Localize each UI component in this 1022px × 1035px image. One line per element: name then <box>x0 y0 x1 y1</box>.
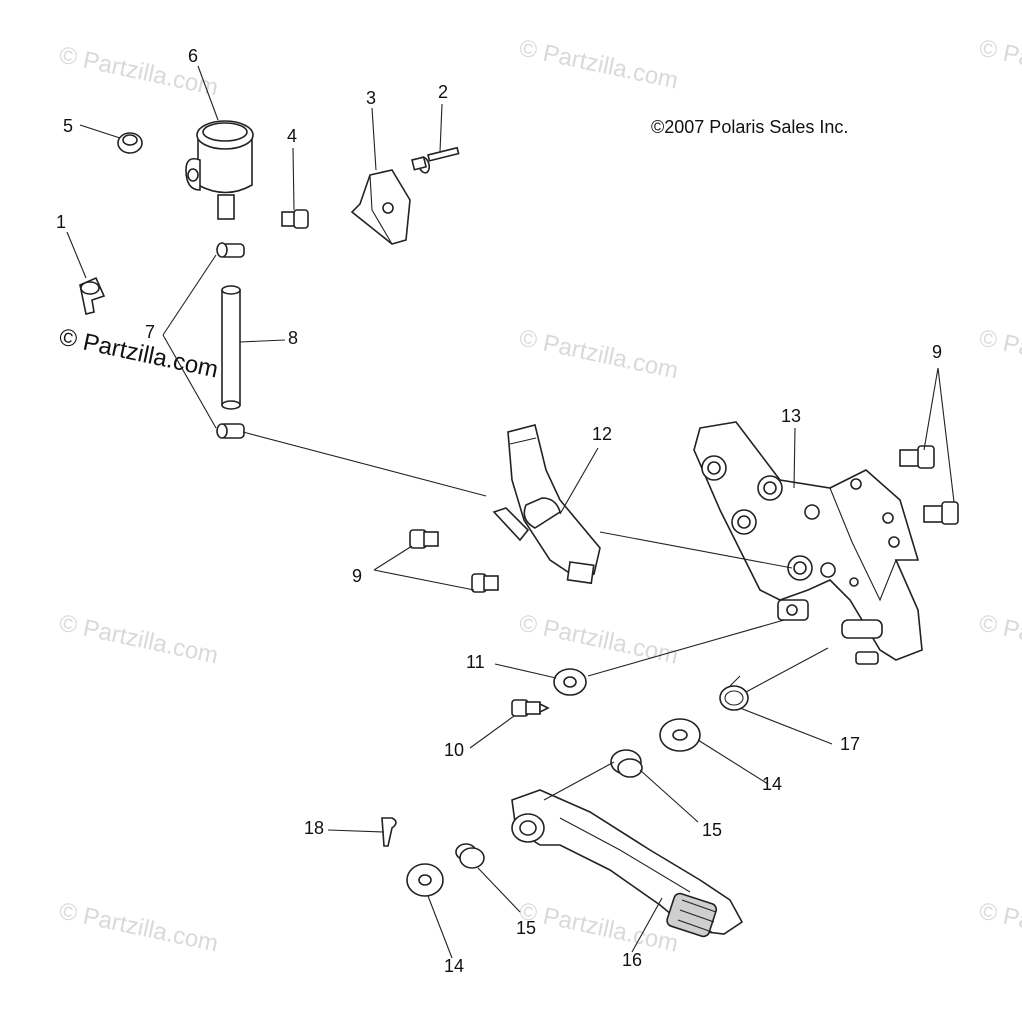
part-9-bolt[interactable] <box>899 445 935 469</box>
part-9-bolt[interactable] <box>471 573 499 593</box>
callout-16: 16 <box>622 950 642 970</box>
part-7-clamp-bottom[interactable] <box>216 423 245 439</box>
callout-14-left: 14 <box>444 956 464 976</box>
callout-2: 2 <box>438 82 448 102</box>
part-14-washer[interactable] <box>406 863 444 897</box>
watermark: © Partzilla.com <box>517 897 681 957</box>
part-15-bushing[interactable] <box>610 749 643 778</box>
callout-9-right: 9 <box>932 342 942 362</box>
callout-12: 12 <box>592 424 612 444</box>
watermark: © Partzilla.com <box>977 897 1022 957</box>
part-12-master-cylinder[interactable] <box>492 424 601 585</box>
part-4-bolt[interactable] <box>281 209 309 229</box>
watermark-dark: © Partzilla.com <box>57 323 221 383</box>
part-11-washer[interactable] <box>553 668 587 696</box>
part-2-pin[interactable] <box>411 146 460 174</box>
callout-15-left: 15 <box>516 918 536 938</box>
callout-11: 11 <box>466 652 485 672</box>
callout-9-left: 9 <box>352 566 362 586</box>
callout-numbers: 1 2 3 4 5 6 7 8 9 9 10 11 12 13 14 14 15… <box>56 46 942 976</box>
part-9-bolt[interactable] <box>409 529 439 549</box>
watermark: © Partzilla.com <box>977 34 1022 94</box>
callout-17: 17 <box>840 734 860 754</box>
watermark: © Partzilla.com <box>517 609 681 669</box>
callout-15-right: 15 <box>702 820 722 840</box>
part-16-brake-pedal[interactable] <box>511 789 744 938</box>
part-15-bushing[interactable] <box>455 843 485 869</box>
callout-4: 4 <box>287 126 297 146</box>
part-1-fitting[interactable] <box>79 276 106 315</box>
part-14-washer[interactable] <box>659 718 701 752</box>
callout-8: 8 <box>288 328 298 348</box>
callout-3: 3 <box>366 88 376 108</box>
callout-6: 6 <box>188 46 198 66</box>
callout-13: 13 <box>781 406 801 426</box>
part-10-bolt[interactable] <box>511 699 550 717</box>
watermark: © Partzilla.com <box>517 324 681 384</box>
callout-7: 7 <box>145 322 155 342</box>
part-17-spring[interactable] <box>719 675 749 711</box>
part-8-hose[interactable] <box>221 285 241 410</box>
callout-5: 5 <box>63 116 73 136</box>
watermark: © Partzilla.com <box>57 897 221 957</box>
part-13-mounting-plate[interactable] <box>693 421 923 665</box>
watermark: © Partzilla.com <box>517 34 681 94</box>
part-5-nut[interactable] <box>117 132 143 154</box>
part-3-bracket[interactable] <box>350 169 411 245</box>
callout-14-right: 14 <box>762 774 782 794</box>
part-6-reservoir[interactable] <box>185 120 254 220</box>
part-18-cotter-pin[interactable] <box>381 817 397 847</box>
callout-1: 1 <box>56 212 66 232</box>
callout-10: 10 <box>444 740 464 760</box>
watermark: © Partzilla.com <box>977 609 1022 669</box>
leader-lines <box>66 65 955 959</box>
watermark: © Partzilla.com <box>977 324 1022 384</box>
part-7-clamp-top[interactable] <box>216 242 245 258</box>
callout-18: 18 <box>304 818 324 838</box>
copyright-text: ©2007 Polaris Sales Inc. <box>651 117 848 137</box>
watermark: © Partzilla.com <box>57 609 221 669</box>
part-9-bolt[interactable] <box>923 501 959 525</box>
